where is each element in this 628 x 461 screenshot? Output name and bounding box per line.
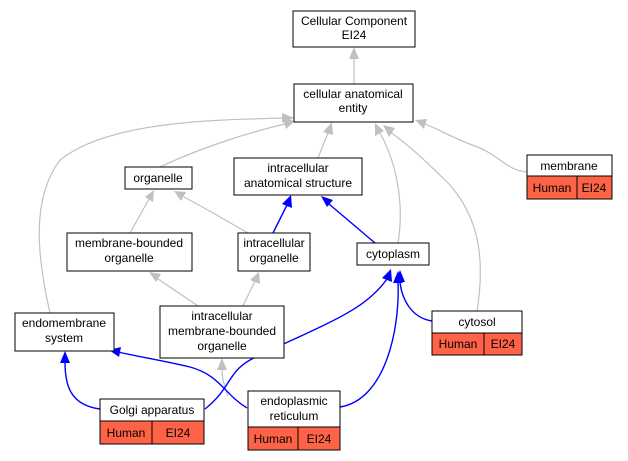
node-cytosol[interactable]: cytosol Human EI24 [431,310,523,356]
arrowhead [375,123,384,136]
edge-imbo-to-mbo [157,278,199,307]
node-membrane-bounded-organelle[interactable]: membrane-bounded organelle [66,232,193,272]
edges [38,47,528,410]
arrowhead [349,47,359,59]
arrowhead [282,113,294,123]
annotation-gene: EI24 [491,337,516,351]
edge-cytosol-to-cytoplasm [399,281,433,322]
node-box [356,242,430,266]
node-label-line: cytosol [458,315,495,329]
edge-mbo-to-organelle [129,198,150,234]
annotation-er: Human EI24 [247,426,341,451]
node-label-line: intracellular [267,161,328,175]
node-label-line: entity [339,101,368,115]
node-box [237,232,311,272]
node-cellular-anatomical-entity[interactable]: cellular anatomical entity [293,83,414,123]
annotation-species: Human [439,337,478,351]
arrowhead [393,271,403,283]
edge-io-to-ias [272,204,288,234]
arrowhead [415,119,427,129]
edge-io-to-organelle [183,196,249,234]
node-label-line: membrane-bounded [168,324,276,338]
annotation-cytosol: Human EI24 [431,332,523,356]
annotation-gene-cell [151,420,205,445]
annotation-species: Human [254,432,293,446]
node-intracellular-organelle[interactable]: intracellular organelle [237,232,311,272]
annotation-gene-cell [483,332,523,356]
node-box [293,83,414,123]
edge-cytosol-to-cae [389,131,481,313]
arrowhead [282,195,292,208]
arrowhead [217,358,227,370]
edge-ems-to-cae [38,117,284,314]
node-intracellular-membrane-bounded-organelle[interactable]: intracellular membrane-bounded organelle [159,305,285,359]
annotation-gene: EI24 [307,432,332,446]
edge-er-to-ems [117,351,248,409]
node-box [247,390,341,428]
edge-cytoplasm-to-cae [379,132,401,244]
edge-organelle-to-cae [159,123,286,168]
node-label-line: Cellular Component [301,14,408,28]
node-label-line: intracellular [243,236,304,250]
arrowhead [321,196,333,207]
node-box [159,305,285,359]
node-membrane[interactable]: membrane Human EI24 [526,154,613,200]
arrowhead [383,125,395,137]
annotation-membrane: Human EI24 [526,175,613,200]
annotation-gene-cell [576,175,613,200]
node-box [292,10,416,48]
edge-ias-to-cae [317,132,329,159]
arrowhead [250,272,260,284]
node-organelle[interactable]: organelle [124,166,193,190]
node-label-line: organelle [133,171,183,185]
arrowhead [323,122,333,135]
node-box [233,157,363,196]
arrowhead [149,272,161,282]
node-label-line: membrane [540,159,598,173]
edge-golgi-to-ems [64,361,101,410]
node-label-line: anatomical structure [244,176,352,190]
annotation-gene: EI24 [582,181,607,195]
edge-cytoplasm-to-ias [328,203,376,244]
edge-er-to-cytoplasm [339,281,399,408]
node-cytoplasm[interactable]: cytoplasm [356,242,430,266]
node-label-line: EI24 [342,28,367,42]
arrowhead [174,191,186,201]
node-label-line: reticulum [270,409,319,423]
annotation-species: Human [107,426,146,440]
node-box [66,232,193,272]
node-box [14,312,115,352]
arrowhead [382,269,392,282]
annotation-gene-cell [297,426,341,451]
node-label-line: endoplasmic [260,394,327,408]
annotation-golgi: Human EI24 [99,420,205,445]
edge-imbo-to-io [242,280,256,307]
annotation-species: Human [533,181,572,195]
node-endoplasmic-reticulum[interactable]: endoplasmic reticulum Human EI24 [247,390,341,451]
arrowhead [60,351,70,363]
edge-er-to-imbo [221,368,229,397]
node-label-line: cellular anatomical [303,87,402,101]
node-label-line: organelle [197,339,247,353]
annotation-gene: EI24 [166,426,191,440]
edge-membrane-to-cae [424,123,528,173]
node-intracellular-anatomical-structure[interactable]: intracellular anatomical structure [233,157,363,196]
node-label-line: endomembrane [22,316,106,330]
node-label-line: organelle [104,251,154,265]
arrowhead [145,190,154,202]
node-label-line: membrane-bounded [75,236,183,250]
node-label-line: intracellular [191,309,252,323]
node-label-line: Golgi apparatus [110,403,195,417]
node-box [124,166,193,190]
node-label-line: system [45,331,83,345]
node-label-line: organelle [249,251,299,265]
node-endomembrane-system[interactable]: endomembrane system [14,312,115,352]
node-golgi-apparatus[interactable]: Golgi apparatus Human EI24 [99,398,205,445]
node-label-line: cytoplasm [366,247,420,261]
node-cellular-component[interactable]: Cellular Component EI24 [292,10,416,48]
